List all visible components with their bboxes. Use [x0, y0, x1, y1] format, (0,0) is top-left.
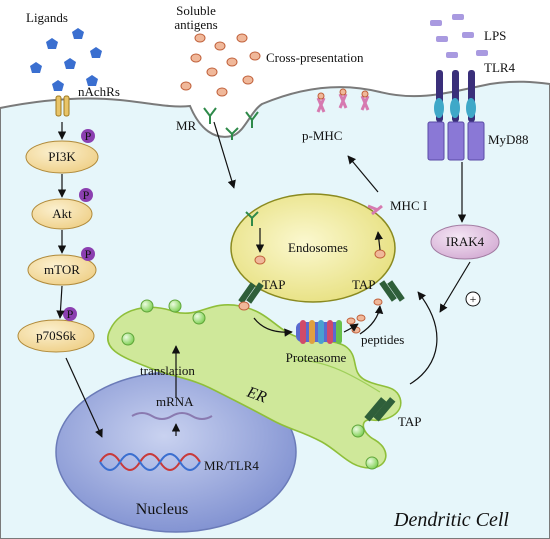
- tlr4-receptors: [434, 70, 476, 122]
- soluble-antigens-label-line2: antigens: [174, 17, 217, 32]
- svg-text:P: P: [83, 188, 90, 202]
- tlr4-label: TLR4: [484, 60, 516, 75]
- p-mhc-molecules: [316, 93, 370, 113]
- nachr-receptor: [55, 95, 70, 117]
- pathway-arrows: [56, 121, 471, 438]
- er-vesicle: [365, 456, 379, 470]
- phospho-badge: [81, 247, 95, 261]
- tap-transporters: [238, 280, 405, 422]
- mr-receptors: [203, 107, 259, 226]
- svg-text:P: P: [85, 247, 92, 261]
- endosomes-label: Endosomes: [288, 240, 348, 255]
- cross-presentation-label: Cross-presentation: [266, 50, 364, 65]
- proteasome: [296, 320, 342, 344]
- endosome: [230, 193, 396, 303]
- phospho-badge: [79, 188, 93, 202]
- nachrs-label: nAchRs: [78, 84, 120, 99]
- er-vesicle: [168, 299, 182, 313]
- myd88-label: MyD88: [488, 132, 528, 147]
- phospho-badge: [63, 307, 77, 321]
- dna-helix: [99, 453, 201, 471]
- p-mhc-label: p-MHC: [302, 128, 342, 143]
- proteasome-label: Proteasome: [286, 350, 347, 365]
- svg-text:P: P: [85, 129, 92, 143]
- p70s6k-node: P: [17, 307, 95, 353]
- soluble-antigen-dots: [180, 33, 261, 97]
- svg-text:+: +: [470, 292, 477, 306]
- pi3k-label: PI3K: [48, 149, 76, 164]
- akt-label: Akt: [52, 206, 72, 221]
- mrna-strand: [131, 412, 213, 420]
- soluble-antigens-label-line1: Soluble: [176, 3, 216, 18]
- mr-tlr4-label: MR/TLR4: [204, 458, 259, 473]
- irak4-label: IRAK4: [446, 234, 485, 249]
- ligands-label: Ligands: [26, 10, 68, 25]
- mrna-label: mRNA: [156, 394, 194, 409]
- mtor-label: mTOR: [44, 262, 80, 277]
- er-tail: [294, 359, 381, 393]
- tap-label-left: TAP: [262, 277, 286, 292]
- plus-badge: [465, 291, 481, 307]
- peptides-label: peptides: [361, 332, 404, 347]
- p70s6k-label: p70S6k: [36, 328, 76, 343]
- er-vesicle: [121, 332, 135, 346]
- mtor-node: P: [27, 247, 97, 286]
- ligand-molecules: [30, 28, 102, 91]
- er-vesicle: [140, 299, 154, 313]
- myd88-adaptors: [427, 121, 485, 161]
- er-vesicle: [351, 424, 365, 438]
- svg-text:P: P: [67, 307, 74, 321]
- lps-particles: [430, 14, 488, 58]
- er-vesicle: [192, 311, 206, 325]
- nucleus-label: Nucleus: [136, 501, 188, 518]
- dendritic-cell-label: Dendritic Cell: [393, 509, 509, 531]
- tap-label-er: TAP: [398, 414, 422, 429]
- phospho-badge: [81, 129, 95, 143]
- irak4-node: [430, 224, 500, 260]
- mhc-i-molecule: [367, 204, 383, 216]
- tap-label-right: TAP: [352, 277, 376, 292]
- lps-label: LPS: [484, 28, 506, 43]
- er-label: ER: [244, 383, 269, 406]
- pi3k-node: P: [25, 129, 99, 174]
- akt-node: P: [31, 188, 93, 230]
- mhc-i-label: MHC I: [390, 198, 427, 213]
- translation-label: translation: [140, 363, 195, 378]
- mr-label: MR: [176, 118, 197, 133]
- p-mhc-peptide-dots: [317, 88, 369, 100]
